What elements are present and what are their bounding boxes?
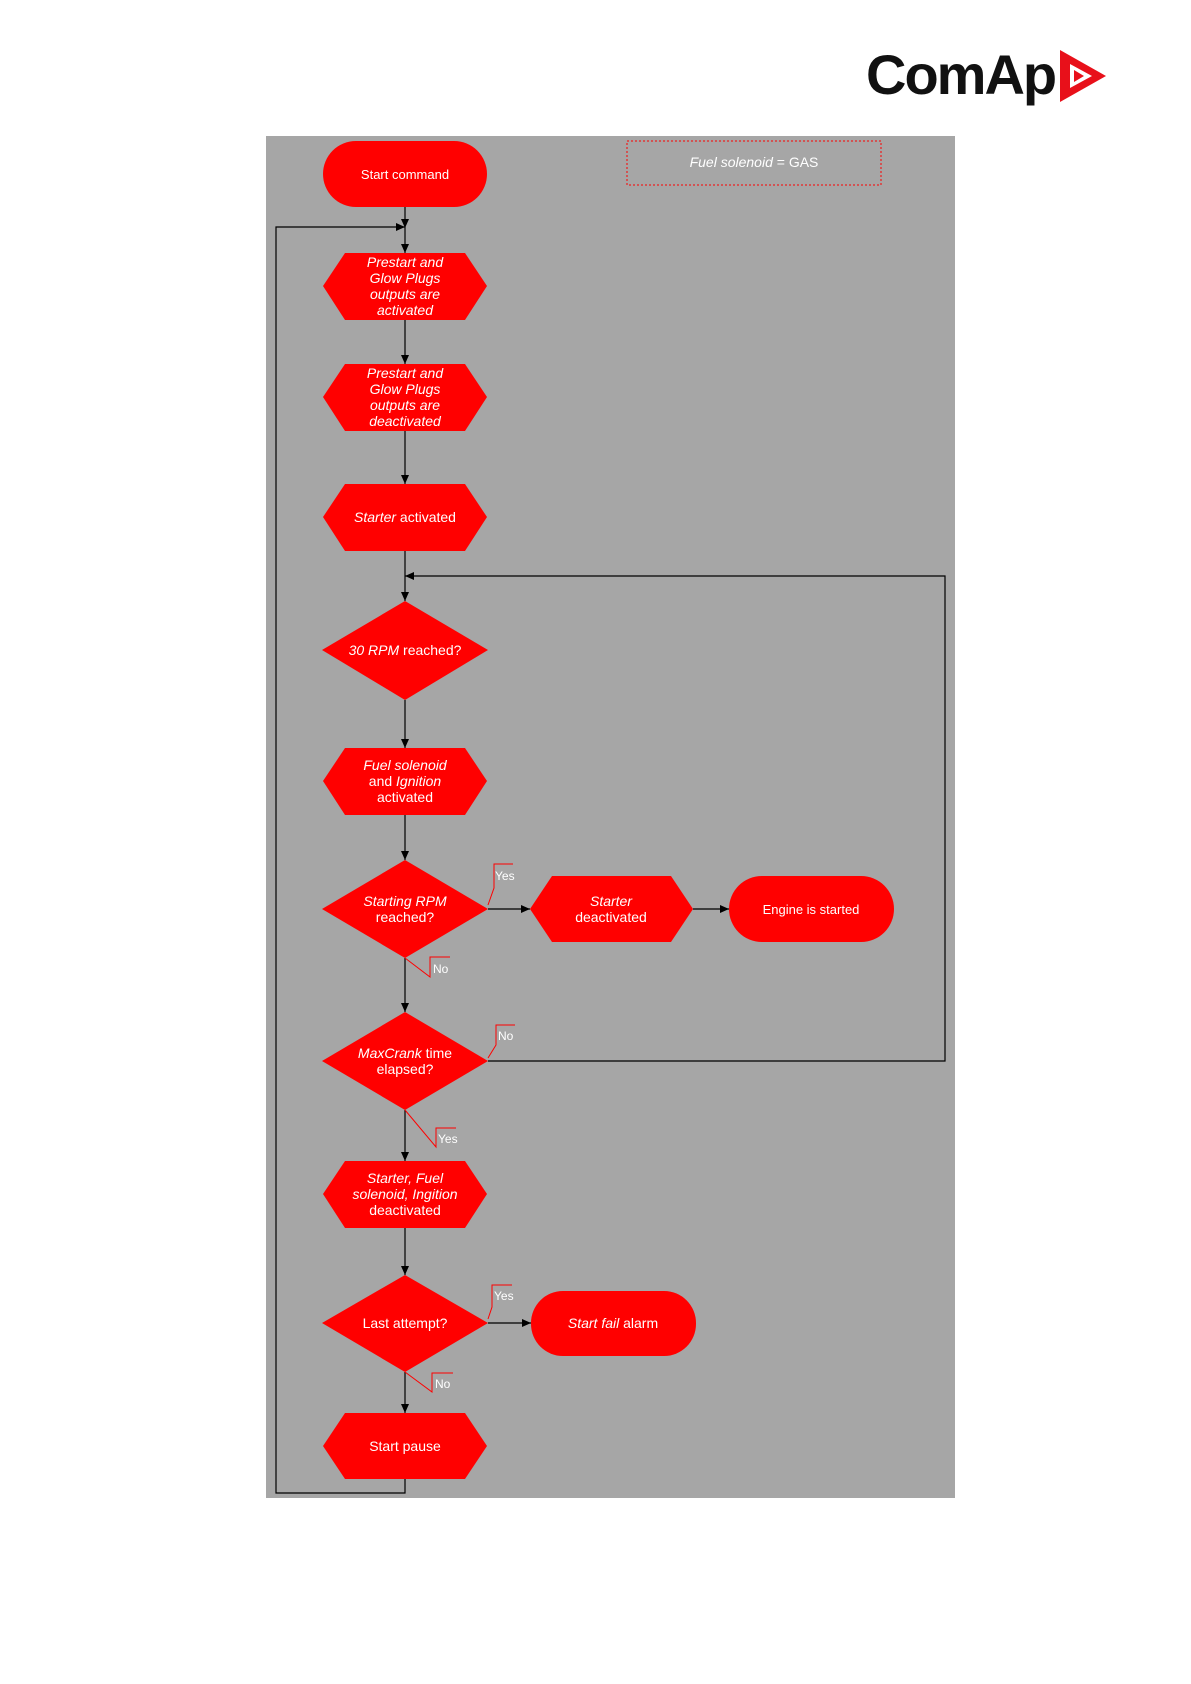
node-text-segment: Start fail bbox=[568, 1315, 620, 1331]
node-text-segment: reached? bbox=[376, 909, 435, 925]
connectors bbox=[275, 207, 946, 1494]
node-text-segment: Start pause bbox=[369, 1438, 441, 1454]
node-text-segment: and bbox=[369, 773, 396, 789]
node-text-segment: outputs are bbox=[370, 397, 440, 413]
node-text-segment: Fuel solenoid bbox=[363, 757, 447, 773]
node-text-segment: Starter bbox=[354, 509, 397, 525]
node-text-segment: Starting RPM bbox=[363, 893, 447, 909]
last-attempt-decision: Last attempt? bbox=[322, 1275, 488, 1372]
node-text-segment: reached? bbox=[399, 642, 461, 658]
svg-text:Start command: Start command bbox=[361, 167, 449, 182]
note-italic: Fuel solenoid bbox=[690, 154, 774, 170]
start-command-node: Start command bbox=[323, 141, 487, 207]
logo-text: ComAp bbox=[866, 43, 1057, 106]
node-text-segment: Glow Plugs bbox=[370, 381, 441, 397]
node-text-segment: solenoid, Ingition bbox=[352, 1186, 457, 1202]
svg-text:30 RPM reached?: 30 RPM reached? bbox=[349, 642, 462, 658]
node-text-segment: Prestart and bbox=[367, 365, 444, 381]
node-text-segment: Starter, Fuel bbox=[367, 1170, 444, 1186]
node-text-segment: MaxCrank bbox=[358, 1045, 423, 1061]
note-text: = GAS bbox=[773, 154, 819, 170]
node-text-segment: alarm bbox=[619, 1315, 658, 1331]
start-pause-node: Start pause bbox=[323, 1413, 487, 1479]
node-text-segment: deactivated bbox=[575, 909, 647, 925]
node-text-segment: Ignition bbox=[396, 773, 441, 789]
node-text-segment: Start command bbox=[361, 167, 449, 182]
starter-activated-node: Starter activated bbox=[323, 484, 487, 551]
maxcrank-no-label: No bbox=[498, 1029, 514, 1043]
node-text-segment: Prestart and bbox=[367, 254, 444, 270]
svg-text:Engine is started: Engine is started bbox=[763, 902, 860, 917]
svg-text:Fuel solenoid = GAS: Fuel solenoid = GAS bbox=[690, 154, 819, 170]
node-text-segment: 30 RPM bbox=[349, 642, 400, 658]
node-text-segment: activated bbox=[396, 509, 456, 525]
node-text-segment: elapsed? bbox=[377, 1061, 434, 1077]
starting-rpm-yes-label: Yes bbox=[495, 869, 515, 883]
svg-text:Start pause: Start pause bbox=[369, 1438, 441, 1454]
node-text-segment: Last attempt? bbox=[363, 1315, 448, 1331]
maxcrank-yes-label: Yes bbox=[438, 1132, 458, 1146]
last-attempt-no-label: No bbox=[435, 1377, 451, 1391]
fuel-solenoid-note: Fuel solenoid = GAS bbox=[626, 140, 882, 186]
last-attempt-yes-label: Yes bbox=[494, 1289, 514, 1303]
start-fail-alarm-node: Start fail alarm bbox=[531, 1291, 696, 1356]
engine-started-node: Engine is started bbox=[729, 876, 894, 942]
node-text-segment: time bbox=[422, 1045, 453, 1061]
node-text-segment: deactivated bbox=[369, 413, 442, 429]
node-text-segment: Glow Plugs bbox=[370, 270, 441, 286]
diagram-canvas bbox=[266, 136, 955, 1498]
svg-text:Last attempt?: Last attempt? bbox=[363, 1315, 448, 1331]
logo-play-icon bbox=[1060, 50, 1106, 102]
starting-rpm-no-label: No bbox=[433, 962, 449, 976]
svg-text:Starter activated: Starter activated bbox=[354, 509, 456, 525]
node-text-segment: activated bbox=[377, 302, 434, 318]
node-text-segment: Starter bbox=[590, 893, 633, 909]
node-text-segment: outputs are bbox=[370, 286, 440, 302]
node-text-segment: Engine is started bbox=[763, 902, 860, 917]
node-text-segment: deactivated bbox=[369, 1202, 441, 1218]
branch-labels bbox=[404, 863, 515, 1393]
node-text-segment: activated bbox=[377, 789, 433, 805]
svg-text:Start fail alarm: Start fail alarm bbox=[568, 1315, 658, 1331]
rpm-30-decision: 30 RPM reached? bbox=[322, 601, 488, 700]
